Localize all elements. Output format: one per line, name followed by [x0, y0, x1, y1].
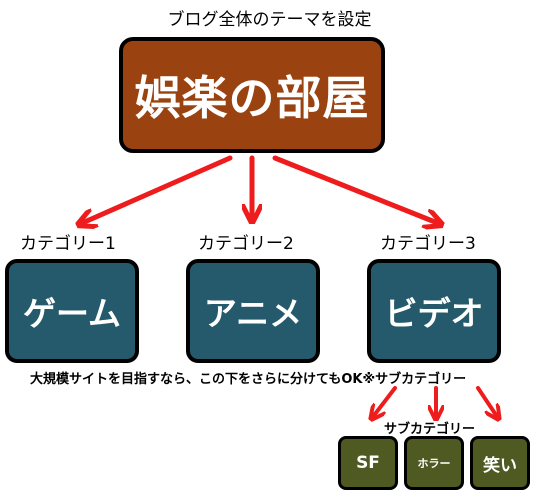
subcategory-1-label: SF — [356, 453, 380, 473]
subcategory-caption: サブカテゴリー — [384, 422, 476, 437]
root-theme-label: 娯楽の部屋 — [134, 71, 370, 125]
arrow-to-sub-3 — [476, 386, 498, 418]
subcategory-2-box: ホラー — [404, 436, 464, 490]
subcategory-2-label: ホラー — [417, 457, 451, 470]
category-1-caption: カテゴリー1 — [20, 234, 116, 254]
subcategory-1-box: SF — [338, 436, 398, 490]
category-3-box: ビデオ — [367, 259, 501, 363]
subcategory-3-box: 笑い — [470, 436, 530, 490]
category-3-caption: カテゴリー3 — [380, 234, 476, 254]
category-1-label: ゲーム — [22, 294, 121, 333]
top-caption: ブログ全体のテーマを設定 — [167, 10, 372, 30]
root-theme-box: 娯楽の部屋 — [119, 37, 385, 153]
arrow-to-category-3 — [272, 155, 440, 224]
category-2-label: アニメ — [203, 294, 303, 333]
category-1-box: ゲーム — [5, 259, 139, 363]
category-2-box: アニメ — [186, 259, 320, 363]
arrow-to-category-1 — [80, 155, 233, 224]
category-3-label: ビデオ — [384, 294, 484, 333]
arrow-to-sub-1 — [372, 386, 397, 418]
subcategory-note: 大規模サイトを目指すなら、この下をさらに分けてもOK※サブカテゴリー — [30, 372, 467, 387]
category-2-caption: カテゴリー2 — [198, 234, 294, 254]
subcategory-3-label: 笑い — [483, 455, 517, 476]
